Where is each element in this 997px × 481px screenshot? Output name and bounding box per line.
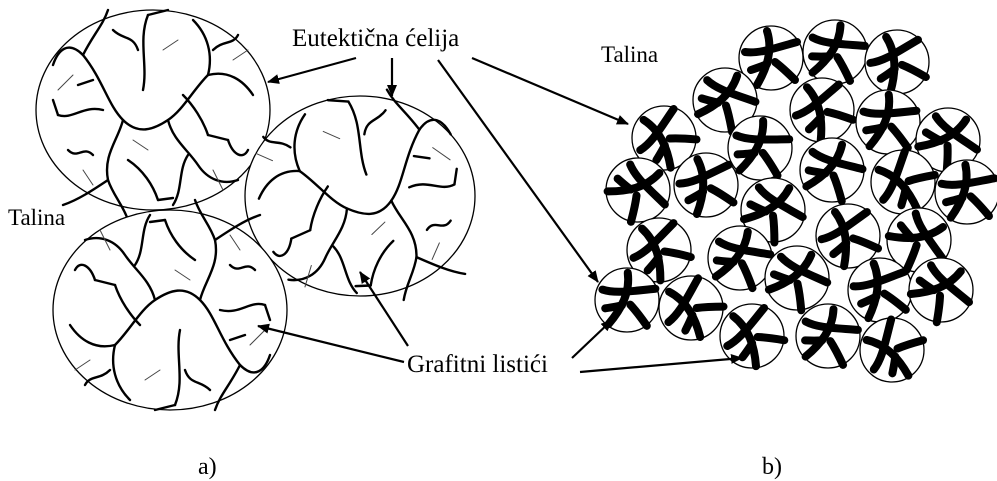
flake-cell: [715, 299, 789, 373]
label-eutectic-cell: Eutektična ćelija: [292, 25, 459, 52]
label-melt-left: Talina: [8, 205, 65, 230]
label-graphite-flakes: Grafitni listići: [407, 351, 548, 378]
flake-cell: [865, 29, 929, 95]
arrow-cell-to-flake-cell: [472, 58, 628, 124]
label-melt-right: Talina: [601, 42, 658, 67]
flake-cell: [674, 153, 738, 217]
flake-cell: [848, 258, 912, 322]
panel-a-cells: [36, 10, 478, 410]
flake-cell: [796, 134, 868, 207]
arrow-flakes-to-flake-cell-left: [572, 320, 612, 358]
flake-cell: [856, 314, 929, 386]
label-panel-b: b): [762, 454, 782, 480]
flake-cell: [935, 160, 997, 224]
flake-cell: [856, 90, 920, 154]
arrow-cell-to-top: [268, 58, 356, 82]
flake-cell: [595, 268, 659, 332]
eutectic-cell-large-top: [36, 10, 270, 220]
label-panel-a: a): [198, 454, 217, 480]
panel-b-cells: [595, 18, 997, 386]
flake-cell: [728, 115, 792, 181]
arrow-flakes-to-flake-cell-right: [580, 358, 742, 372]
flake-cell: [801, 18, 868, 87]
flake-cell: [787, 75, 857, 146]
